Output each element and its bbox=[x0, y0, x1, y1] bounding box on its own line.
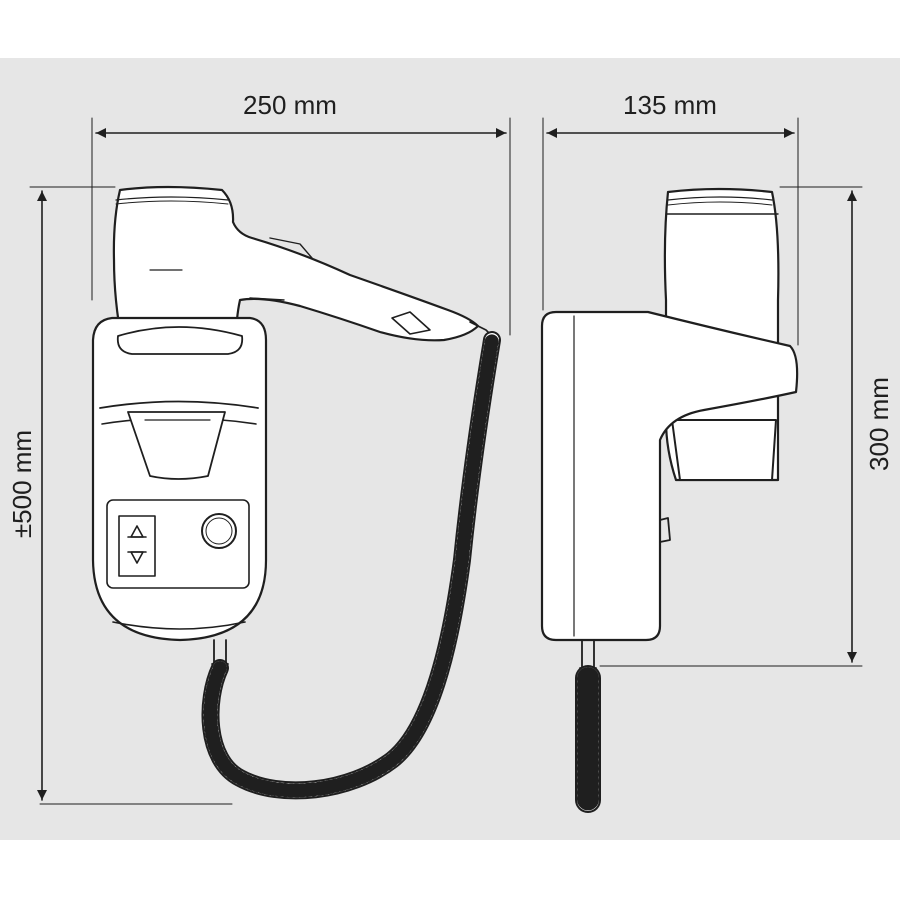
dimension-unit-height bbox=[599, 186, 863, 667]
dimension-front-width bbox=[91, 117, 511, 336]
socket-icon bbox=[118, 515, 156, 577]
round-button-icon bbox=[201, 513, 237, 549]
holder-side bbox=[540, 310, 799, 642]
side-view bbox=[540, 187, 799, 813]
dimension-side-depth bbox=[542, 117, 799, 346]
holder-front bbox=[91, 316, 268, 642]
label-unit-height: 300 mm bbox=[864, 377, 894, 471]
hair-dryer-front bbox=[112, 185, 495, 344]
label-side-depth: 135 mm bbox=[623, 90, 717, 120]
front-view bbox=[91, 185, 501, 800]
label-total-height: ±500 mm bbox=[7, 430, 37, 538]
coiled-cable-front bbox=[201, 331, 501, 800]
dimension-total-height bbox=[29, 186, 233, 805]
control-panel bbox=[106, 499, 250, 589]
label-front-width: 250 mm bbox=[243, 90, 337, 120]
